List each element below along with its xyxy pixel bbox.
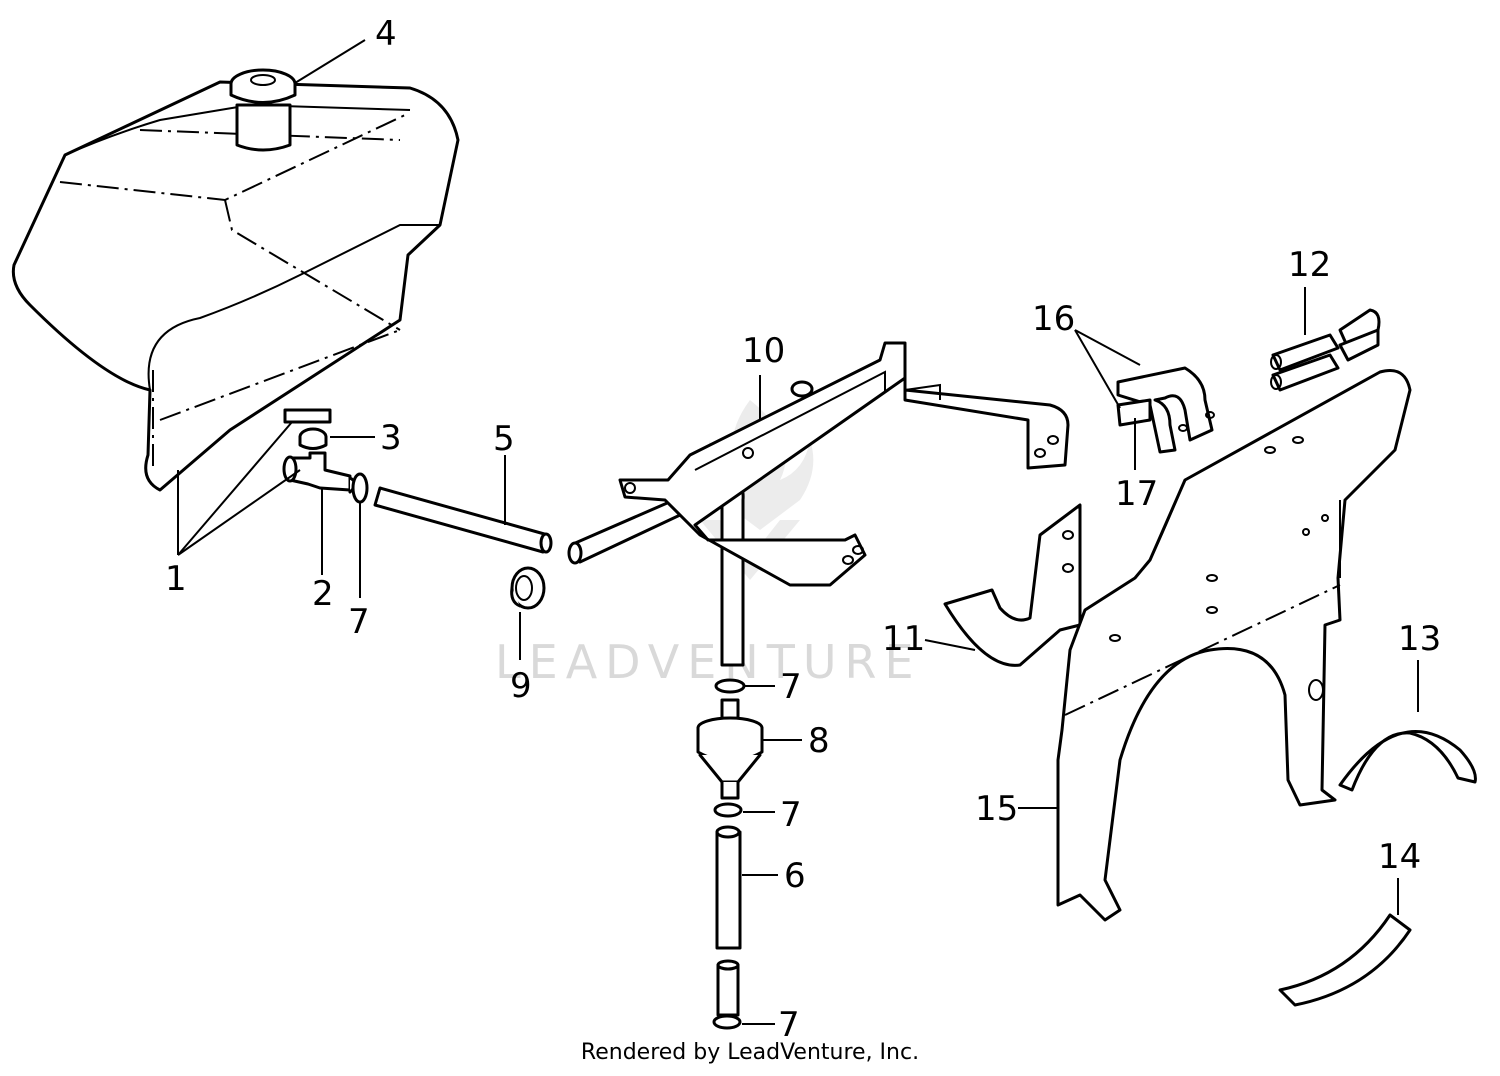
callout-labels: 4 3 1 2 7 5 9 10 7 8 7 6 7 11 12 16 17 1…: [165, 14, 1441, 1045]
callout-12: 12: [1288, 245, 1331, 285]
tank-bracket: [618, 341, 1070, 587]
callout-15: 15: [975, 789, 1018, 829]
callout-2: 2: [312, 574, 334, 614]
fuel-hose-straight: [373, 486, 553, 554]
callout-6: 6: [784, 856, 806, 896]
watermark-text: LEADVENTURE: [495, 635, 922, 689]
grommet: [510, 566, 546, 610]
bushing: [298, 427, 328, 450]
mounting-clip: [1116, 366, 1215, 454]
callout-14: 14: [1378, 837, 1421, 877]
hose-clamp: [351, 472, 369, 504]
callout-7-middle: 7: [780, 795, 802, 835]
callout-8: 8: [808, 721, 830, 761]
callout-4: 4: [375, 14, 397, 54]
callout-9: 9: [510, 666, 532, 706]
fender-trim-upper: [1338, 730, 1477, 792]
fuel-cap: [229, 68, 297, 152]
hose-clamp-upper: [714, 678, 746, 694]
hose-clamp-lower: [712, 1014, 742, 1030]
callout-7-valve: 7: [348, 602, 370, 642]
fender-panel: [1056, 369, 1412, 922]
lower-bracket: [943, 503, 1082, 667]
rubber-strips: [1270, 308, 1381, 392]
fuel-filter: [696, 698, 764, 800]
callout-13: 13: [1398, 619, 1441, 659]
callout-7-lower: 7: [778, 1005, 800, 1045]
callout-7-upper: 7: [780, 667, 802, 707]
callout-1: 1: [165, 559, 187, 599]
hose-clamp-middle: [713, 802, 743, 818]
callout-5: 5: [493, 419, 515, 459]
fuel-valve: [282, 451, 357, 494]
callout-10: 10: [742, 331, 785, 371]
callout-3: 3: [380, 418, 402, 458]
leader-lines: [177, 39, 1419, 1025]
callout-11: 11: [882, 619, 925, 659]
render-credit: Rendered by LeadVenture, Inc.: [580, 1040, 920, 1065]
fender-trim-lower: [1278, 913, 1412, 1007]
callout-17: 17: [1115, 474, 1158, 514]
fuel-hose-lower: [715, 825, 742, 1017]
callout-16: 16: [1032, 299, 1075, 339]
